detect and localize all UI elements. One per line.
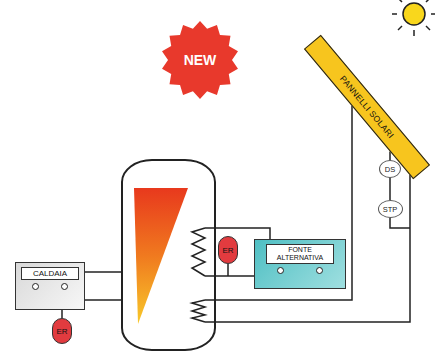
component-label: DS <box>385 165 395 174</box>
vessel-label: ER <box>56 327 67 336</box>
solar-panel: PANNELLI SOLARI <box>304 35 430 179</box>
temperature-gradient <box>134 188 188 324</box>
knob <box>316 267 323 274</box>
pipe-connector <box>61 310 63 318</box>
sun <box>392 0 435 36</box>
knob <box>32 283 39 290</box>
stp-pump: STP <box>378 200 403 218</box>
pipe-connector <box>389 178 391 200</box>
lower-coil <box>192 300 205 322</box>
pipes <box>85 106 410 322</box>
box-label: CALDAIA <box>21 267 79 280</box>
boiler-box: CALDAIA <box>15 262 85 310</box>
component-label: STP <box>383 205 398 214</box>
badge-text: NEW <box>184 52 217 68</box>
knob-row <box>21 283 79 290</box>
panel-label: PANNELLI SOLARI <box>338 74 396 141</box>
expansion-vessel: ER <box>218 236 238 264</box>
upper-coil <box>192 228 205 276</box>
knob <box>61 283 68 290</box>
storage-tank <box>122 160 215 350</box>
vessel-label: ER <box>222 246 233 255</box>
knob <box>277 267 284 274</box>
knob-row <box>261 267 339 274</box>
new-badge: NEW <box>161 21 239 99</box>
expansion-vessel: ER <box>52 318 72 344</box>
alternative-source-box: FONTE ALTERNATIVA <box>254 239 346 289</box>
ds-valve: DS <box>379 160 401 178</box>
box-label: FONTE ALTERNATIVA <box>266 244 334 264</box>
